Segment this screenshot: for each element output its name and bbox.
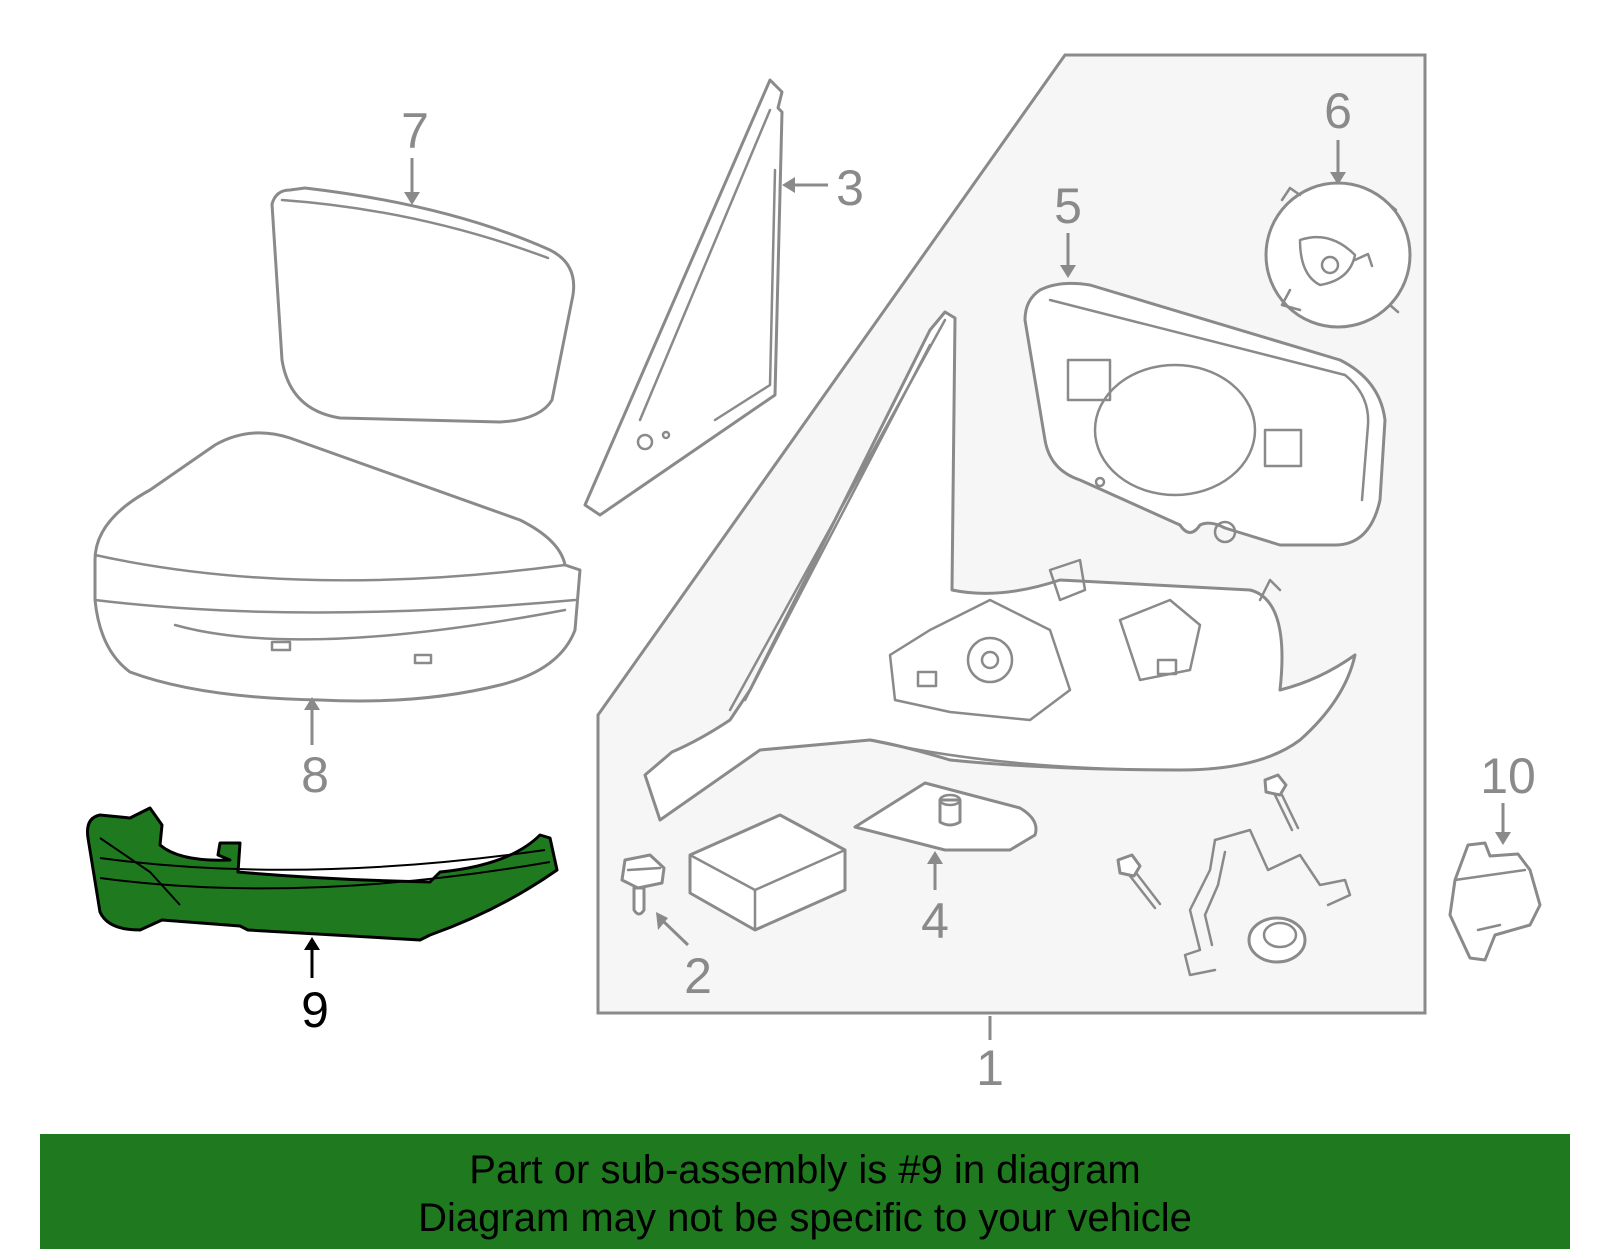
part-7-mirror-glass[interactable] xyxy=(270,186,576,424)
part-5-housing[interactable] xyxy=(1023,281,1387,547)
part-3-trim[interactable] xyxy=(583,78,784,517)
assembly-1-box xyxy=(596,53,1427,1015)
callout-2: 2 xyxy=(684,948,712,1004)
part-grommet[interactable] xyxy=(1247,916,1307,964)
part-screw-a[interactable] xyxy=(1263,773,1300,832)
info-banner: Part or sub-assembly is #9 in diagram Di… xyxy=(40,1134,1570,1249)
callout-10: 10 xyxy=(1480,748,1536,804)
callout-7: 7 xyxy=(401,103,429,159)
callout-9: 9 xyxy=(301,982,329,1038)
part-2-clip[interactable] xyxy=(620,853,666,916)
part-screw-b[interactable] xyxy=(1116,853,1162,910)
banner-line-1: Part or sub-assembly is #9 in diagram xyxy=(469,1148,1141,1192)
part-6-motor[interactable] xyxy=(1264,181,1412,329)
callout-6: 6 xyxy=(1324,83,1352,139)
banner-line-2: Diagram may not be specific to your vehi… xyxy=(418,1196,1192,1240)
part-8-mirror-cover[interactable] xyxy=(93,431,582,703)
part-9-turn-signal[interactable] xyxy=(86,806,559,942)
part-4-plate[interactable] xyxy=(853,781,1038,852)
callout-1: 1 xyxy=(976,1040,1004,1096)
callout-5: 5 xyxy=(1054,178,1082,234)
callout-4: 4 xyxy=(921,893,949,949)
callout-3: 3 xyxy=(836,160,864,216)
callout-8: 8 xyxy=(301,747,329,803)
part-wire-bracket[interactable] xyxy=(1183,828,1352,977)
part-1-mirror-base[interactable] xyxy=(643,310,1357,822)
part-block[interactable] xyxy=(688,813,847,932)
part-10-sensor[interactable] xyxy=(1448,841,1542,962)
